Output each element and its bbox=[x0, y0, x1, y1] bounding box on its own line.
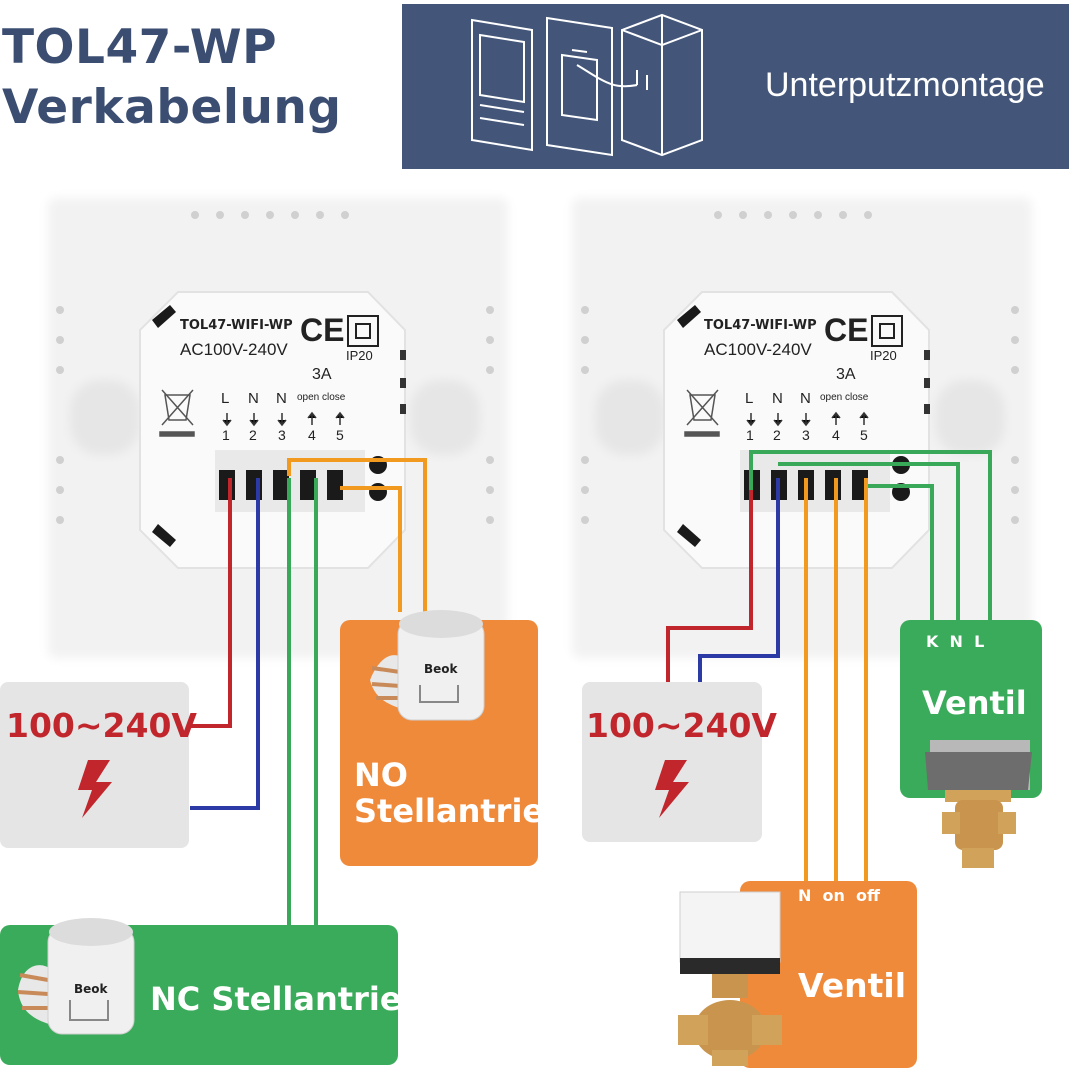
recycle-bin-icon bbox=[159, 389, 195, 437]
banner bbox=[402, 4, 1069, 169]
right-terminal-n2: N bbox=[800, 390, 811, 407]
left-blue-wire bbox=[190, 478, 260, 810]
right-red-wire bbox=[666, 478, 753, 682]
left-open-close: open close bbox=[297, 392, 346, 403]
title-line-2: Verkabelung bbox=[2, 80, 342, 135]
nc-actuator-image bbox=[17, 918, 135, 1035]
right-blue-wire bbox=[698, 478, 780, 682]
left-class2-icon bbox=[347, 315, 379, 347]
orange-valve-label: Ventil bbox=[798, 966, 907, 1005]
orange-valve-image bbox=[678, 891, 782, 1066]
left-wires bbox=[190, 458, 427, 925]
right-wires bbox=[666, 450, 992, 881]
page-title: TOL47-WP Verkabelung bbox=[2, 18, 342, 138]
right-lightning-icon bbox=[655, 760, 689, 818]
recycle-bin-icon bbox=[684, 389, 720, 437]
right-terminal-1: 1 bbox=[746, 427, 754, 443]
no-label-2: Stellantrieb bbox=[354, 792, 568, 830]
orange-valve-box bbox=[740, 881, 917, 1068]
right-terminal-3: 3 bbox=[802, 427, 810, 443]
left-terminal-5: 5 bbox=[336, 427, 344, 443]
left-voltage-label: AC100V-240V bbox=[180, 340, 288, 359]
orange-valve-terminals: N on off bbox=[798, 886, 881, 905]
right-green-wire-l bbox=[749, 450, 992, 622]
left-terminal-n2: N bbox=[276, 390, 287, 407]
right-ce-mark: CE bbox=[824, 312, 869, 348]
nc-label: NC Stellantrieb bbox=[150, 980, 425, 1018]
left-model-label: TOL47-WIFI-WP bbox=[180, 318, 293, 333]
mounting-illustration bbox=[471, 13, 703, 157]
no-label-1: NO bbox=[354, 756, 408, 794]
title-line-1: TOL47-WP bbox=[2, 20, 278, 75]
left-power-label: 100~240V bbox=[6, 706, 197, 745]
green-valve-label: Ventil bbox=[922, 684, 1027, 722]
left-red-wire bbox=[190, 478, 232, 728]
left-current-label: 3A bbox=[312, 366, 332, 383]
left-terminal-4: 4 bbox=[308, 427, 316, 443]
left-terminal-module bbox=[139, 291, 406, 569]
right-terminal-5: 5 bbox=[860, 427, 868, 443]
right-terminal-l: L bbox=[745, 390, 754, 407]
green-valve-terminals: K N L bbox=[926, 632, 985, 651]
left-terminal-2: 2 bbox=[249, 427, 257, 443]
left-terminal-l: L bbox=[221, 390, 230, 407]
left-terminal-3: 3 bbox=[278, 427, 286, 443]
left-ip-label: IP20 bbox=[346, 348, 373, 363]
right-voltage-label: AC100V-240V bbox=[704, 340, 812, 359]
right-terminal-module bbox=[663, 291, 930, 569]
right-terminal-n1: N bbox=[772, 390, 783, 407]
left-orange-wire-1 bbox=[287, 458, 427, 612]
right-ip-label: IP20 bbox=[870, 348, 897, 363]
banner-text: Unterputzmontage bbox=[765, 66, 1045, 104]
right-class2-icon bbox=[871, 315, 903, 347]
left-orange-wire-2 bbox=[340, 486, 402, 612]
right-power-label: 100~240V bbox=[586, 706, 777, 745]
left-lightning-icon bbox=[78, 760, 112, 818]
right-terminal-4: 4 bbox=[832, 427, 840, 443]
no-actuator-brand: Beok bbox=[424, 662, 458, 676]
right-model-label: TOL47-WIFI-WP bbox=[704, 318, 817, 333]
left-ce-mark: CE bbox=[300, 312, 345, 348]
right-current-label: 3A bbox=[836, 366, 856, 383]
right-terminal-2: 2 bbox=[773, 427, 781, 443]
right-green-wire-k bbox=[864, 484, 934, 622]
right-open-close: open close bbox=[820, 392, 869, 403]
nc-actuator-brand: Beok bbox=[74, 982, 108, 996]
left-terminal-n1: N bbox=[248, 390, 259, 407]
left-terminal-1: 1 bbox=[222, 427, 230, 443]
right-green-wire-n bbox=[778, 462, 960, 622]
green-valve-image bbox=[925, 740, 1032, 868]
no-actuator-image bbox=[370, 610, 485, 721]
